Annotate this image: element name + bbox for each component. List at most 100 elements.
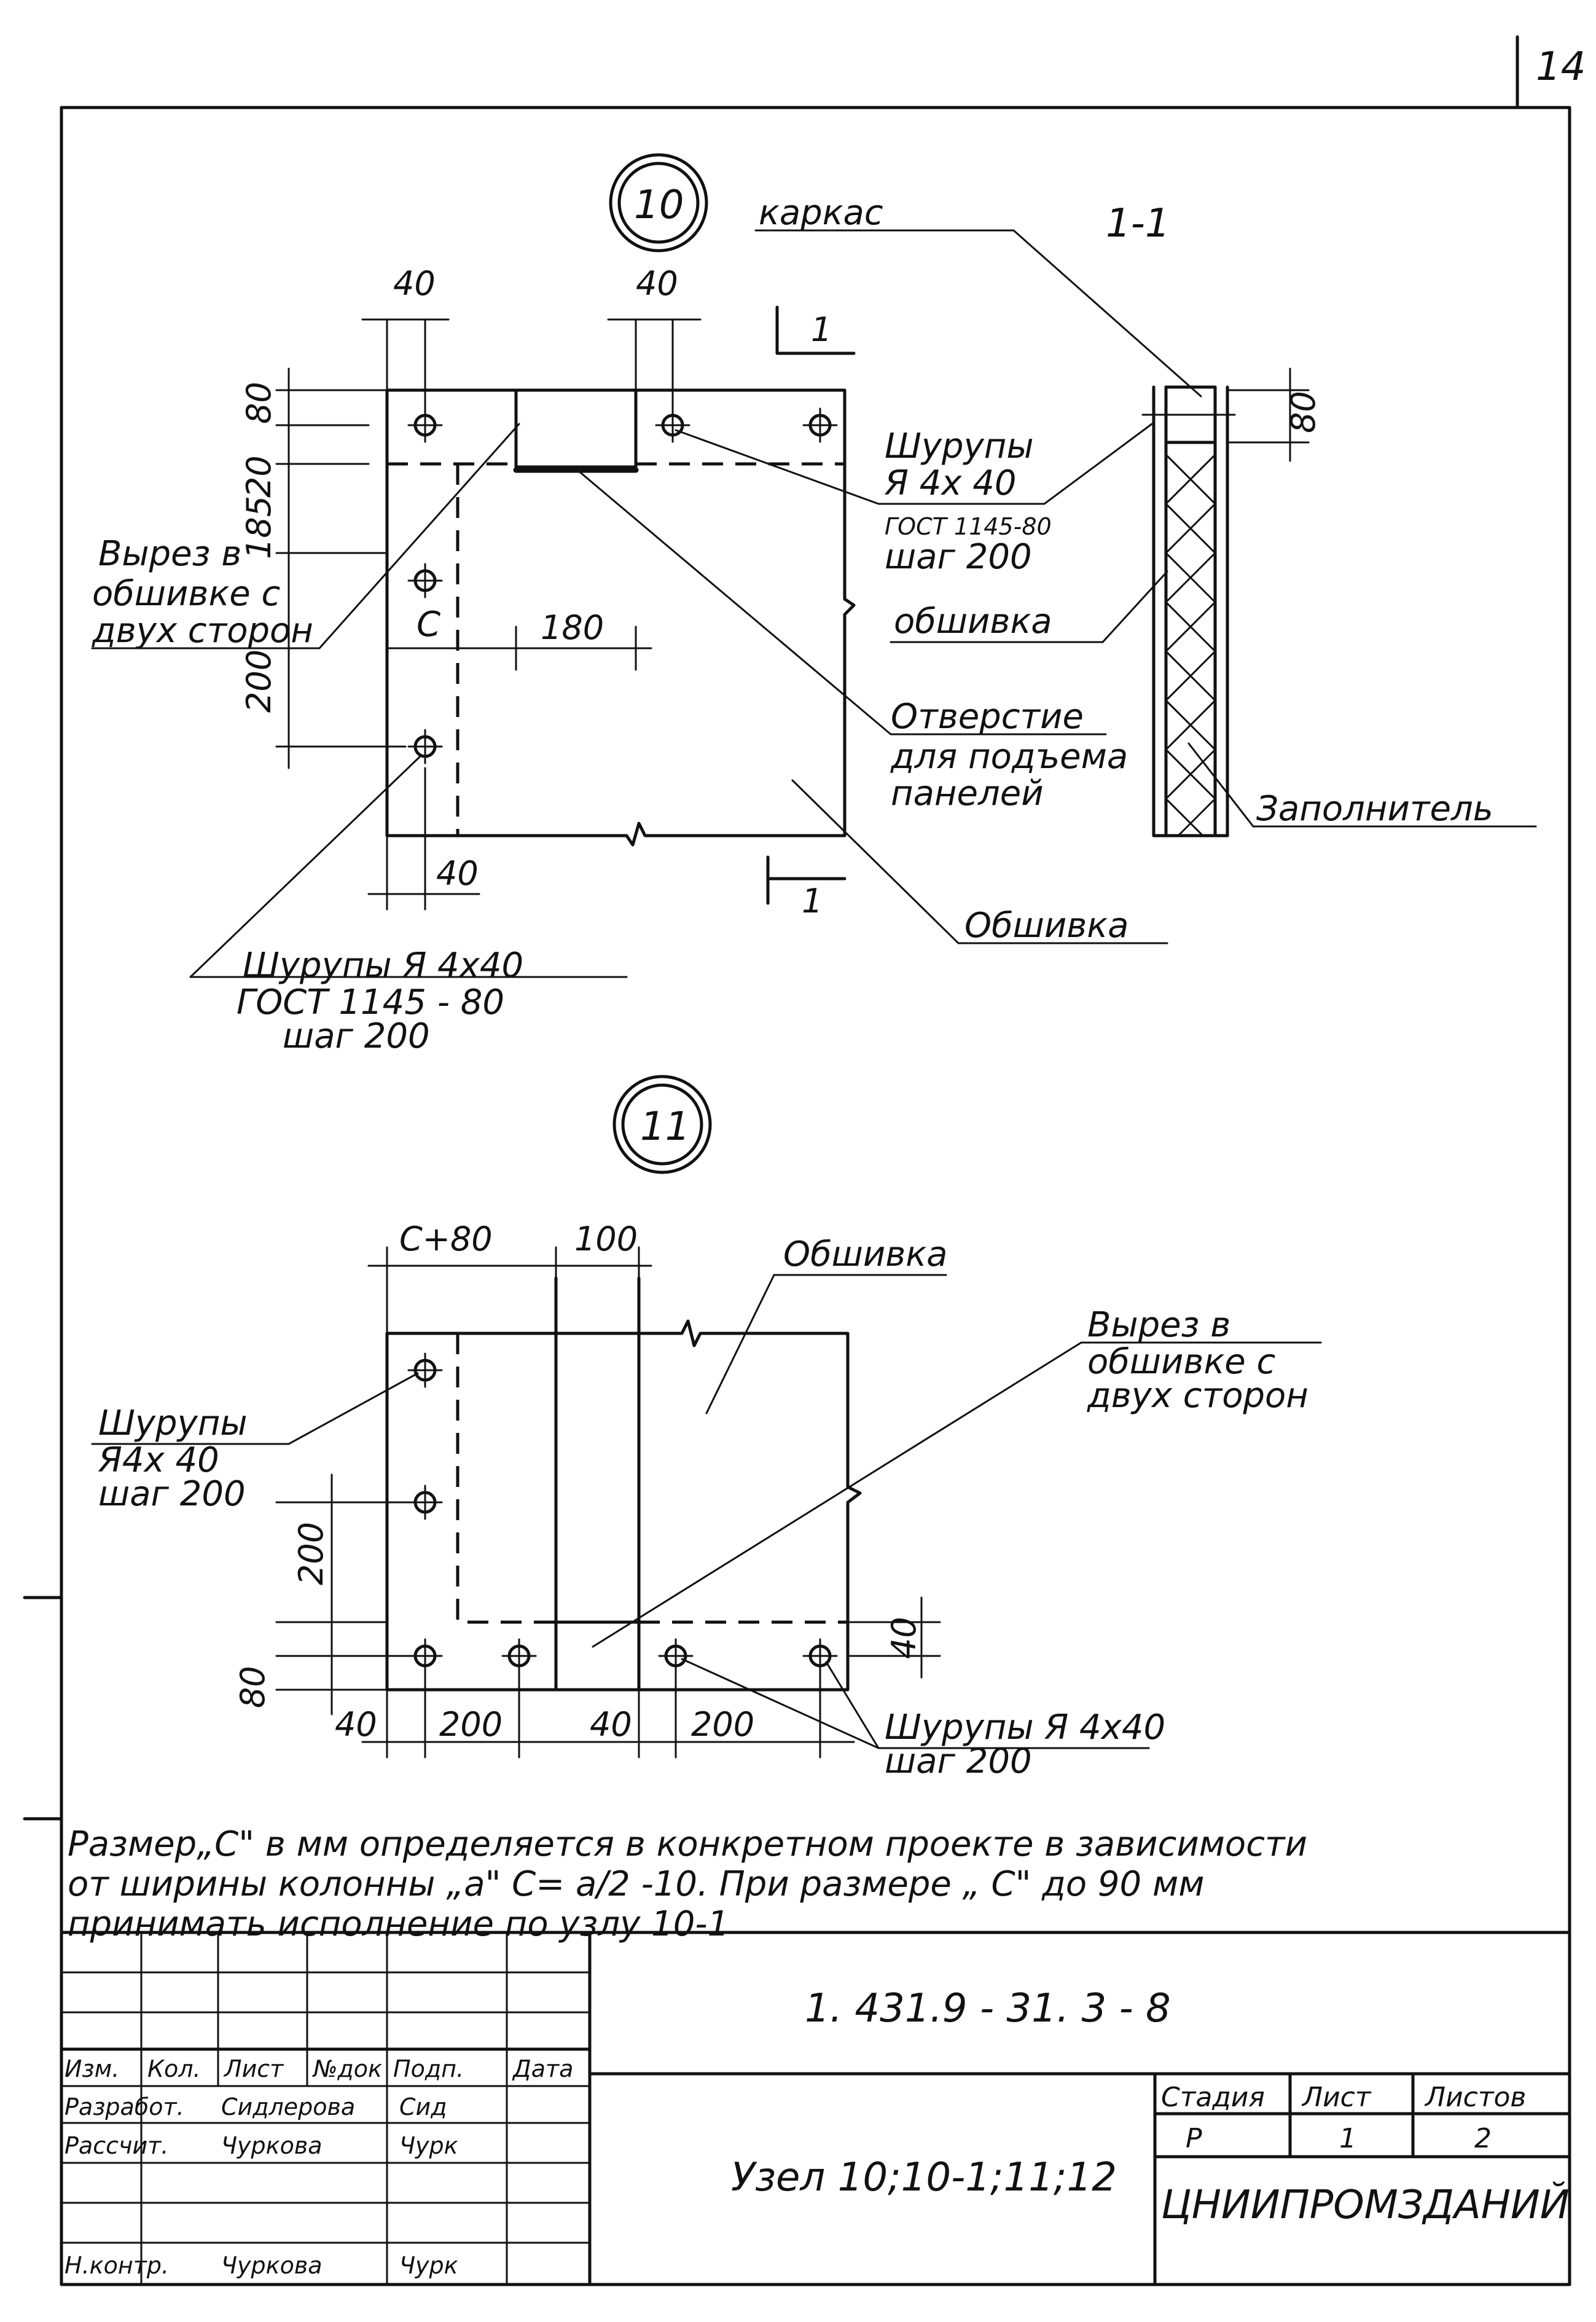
sign-control: Чурк [399, 2252, 458, 2279]
panel-10-outline [385, 388, 856, 847]
section-cut-bottom [766, 855, 847, 905]
cutout-label-1: Вырез в [98, 534, 241, 574]
cutout-11-label-3: двух сторон [1087, 1376, 1308, 1416]
skin-bottom-leader [791, 779, 1168, 944]
sheet-title: Узел 10;10-1;11;12 [731, 2155, 1117, 2200]
screws-11-left-leader [91, 1372, 419, 1445]
screws-right-step: шаг 200 [885, 537, 1032, 577]
sheets-header: Листов [1424, 2082, 1526, 2113]
screws-11-left-step: шаг 200 [98, 1474, 246, 1514]
screw-hole-icon [407, 729, 443, 764]
filler-leader [1187, 742, 1537, 828]
name-calculated: Чуркова [221, 2132, 323, 2159]
dim-line-top-11 [367, 1246, 652, 1335]
section-frame [1152, 385, 1229, 837]
cutout-label-2: обшивке с [92, 574, 281, 614]
node-10-marker-inner [617, 162, 700, 244]
hole-label-2: для подъема [890, 737, 1128, 777]
sign-calculated: Чурк [399, 2132, 458, 2159]
screws-11-right-title: Шурупы Я 4х40 [885, 1708, 1165, 1747]
screws-bottom-gost: ГОСТ 1145 - 80 [237, 983, 504, 1022]
screws-11-left-title: Шурупы [98, 1403, 248, 1443]
section-cut-top [775, 305, 856, 355]
skin-11-label: Обшивка [783, 1234, 947, 1274]
organization: ЦНИИПРОМЗДАНИЙ [1161, 2181, 1570, 2228]
note-line-3: принимать исполнение по узлу 10-1 [68, 1904, 729, 1944]
panel-11-outline [385, 1319, 862, 1692]
skin-bottom-label: Обшивка [964, 906, 1129, 946]
dim-v-185: 185 [240, 496, 278, 559]
title-block: 1. 431.9 - 31. 3 - 8 Изм. Кол. Лист №док… [60, 1931, 1571, 2286]
node-10: 10 40 40 80 20 185 200 180 40 С 1 1 [91, 153, 1537, 1056]
screw-hole-icon [655, 407, 690, 443]
dim-v-80-11: 80 [233, 1666, 272, 1708]
screws-bottom-leader [189, 755, 628, 978]
screw-hole-icon [407, 407, 443, 443]
screws-11-left-spec: Я4х 40 [98, 1440, 219, 1480]
section-skins [1152, 385, 1229, 837]
dim-line-right-11 [847, 1596, 941, 1679]
name-control: Чуркова [221, 2252, 323, 2279]
hole-label-1: Отверстие [891, 697, 1084, 737]
panel-11-dash-left [456, 1333, 556, 1624]
note-block: Размер„С" в мм определяется в конкретном… [68, 1824, 1307, 1944]
screws-right-gost: ГОСТ 1145-80 [885, 513, 1052, 540]
dim-v-80: 80 [240, 382, 278, 424]
dim-top-left: 40 [393, 264, 436, 303]
sheet-header: Лист [1301, 2082, 1372, 2113]
node-11: 11 С+80 100 200 80 40 40 200 40 200 Обши… [91, 1075, 1322, 1781]
header-izm: Изм. [65, 2055, 119, 2082]
skin-11-leader [705, 1274, 947, 1414]
node-10-marker-outer [609, 153, 708, 253]
dim-100: 100 [574, 1220, 638, 1258]
section-dim-80: 80 [1284, 391, 1323, 433]
dim-ext-top [386, 318, 674, 410]
screw-hole-icon [501, 1638, 537, 1674]
filler-label: Заполнитель [1256, 789, 1493, 829]
drawing-code: 1. 431.9 - 31. 3 - 8 [805, 1986, 1171, 2031]
cutout-11-label-1: Вырез в [1087, 1305, 1230, 1345]
cutout-label-3: двух сторон [92, 611, 313, 651]
node-11-marker-inner [621, 1083, 703, 1166]
dim-v-200-11: 200 [292, 1522, 331, 1585]
header-list: Лист [223, 2055, 284, 2082]
screws-right-leader [675, 423, 1153, 505]
dim-line-left-11 [275, 1473, 419, 1716]
dim-bottom-40: 40 [436, 854, 479, 893]
note-line-1: Размер„С" в мм определяется в конкретном… [68, 1824, 1307, 1864]
screw-hole-icon [407, 563, 443, 598]
section-1-1: 80 [1141, 367, 1323, 837]
node-10-marker-label: 10 [634, 182, 684, 228]
header-podp: Подп. [393, 2055, 464, 2082]
screws-bottom-step: шаг 200 [283, 1016, 430, 1056]
dim-v-40-11: 40 [885, 1617, 923, 1659]
cutout-11-leader [592, 1341, 1322, 1648]
dim-b-200-a: 200 [439, 1705, 503, 1744]
header-ndok: №док [312, 2055, 382, 2082]
sign-developer: Сид [399, 2093, 447, 2120]
node-11-marker-label: 11 [640, 1104, 690, 1150]
role-control: Н.контр. [65, 2252, 169, 2279]
node-11-marker-outer [612, 1075, 712, 1174]
section-dim-lines [1141, 367, 1310, 462]
dim-line-180 [386, 626, 652, 671]
dim-ext-left [275, 389, 407, 748]
dim-b-200-b: 200 [691, 1705, 754, 1744]
dim-c80: С+80 [399, 1220, 493, 1258]
dim-b-40-a: 40 [335, 1705, 377, 1744]
cutout-11-label-2: обшивке с [1087, 1342, 1276, 1382]
sheet-value: 1 [1339, 2123, 1356, 2154]
header-kol: Кол. [147, 2055, 201, 2082]
screw-hole-icon [802, 407, 838, 443]
stage-header: Стадия [1161, 2082, 1265, 2113]
page-number: 14 [1536, 44, 1586, 90]
dim-b-40-b: 40 [590, 1705, 632, 1744]
filler-hatch [1165, 453, 1216, 837]
dim-top-right: 40 [636, 264, 678, 303]
frame-label: каркас [759, 193, 883, 233]
role-calculated: Рассчит. [65, 2132, 168, 2159]
screws-right-spec: Я 4х 40 [884, 463, 1017, 503]
header-data: Дата [512, 2055, 573, 2082]
cutout-leader [91, 423, 520, 649]
